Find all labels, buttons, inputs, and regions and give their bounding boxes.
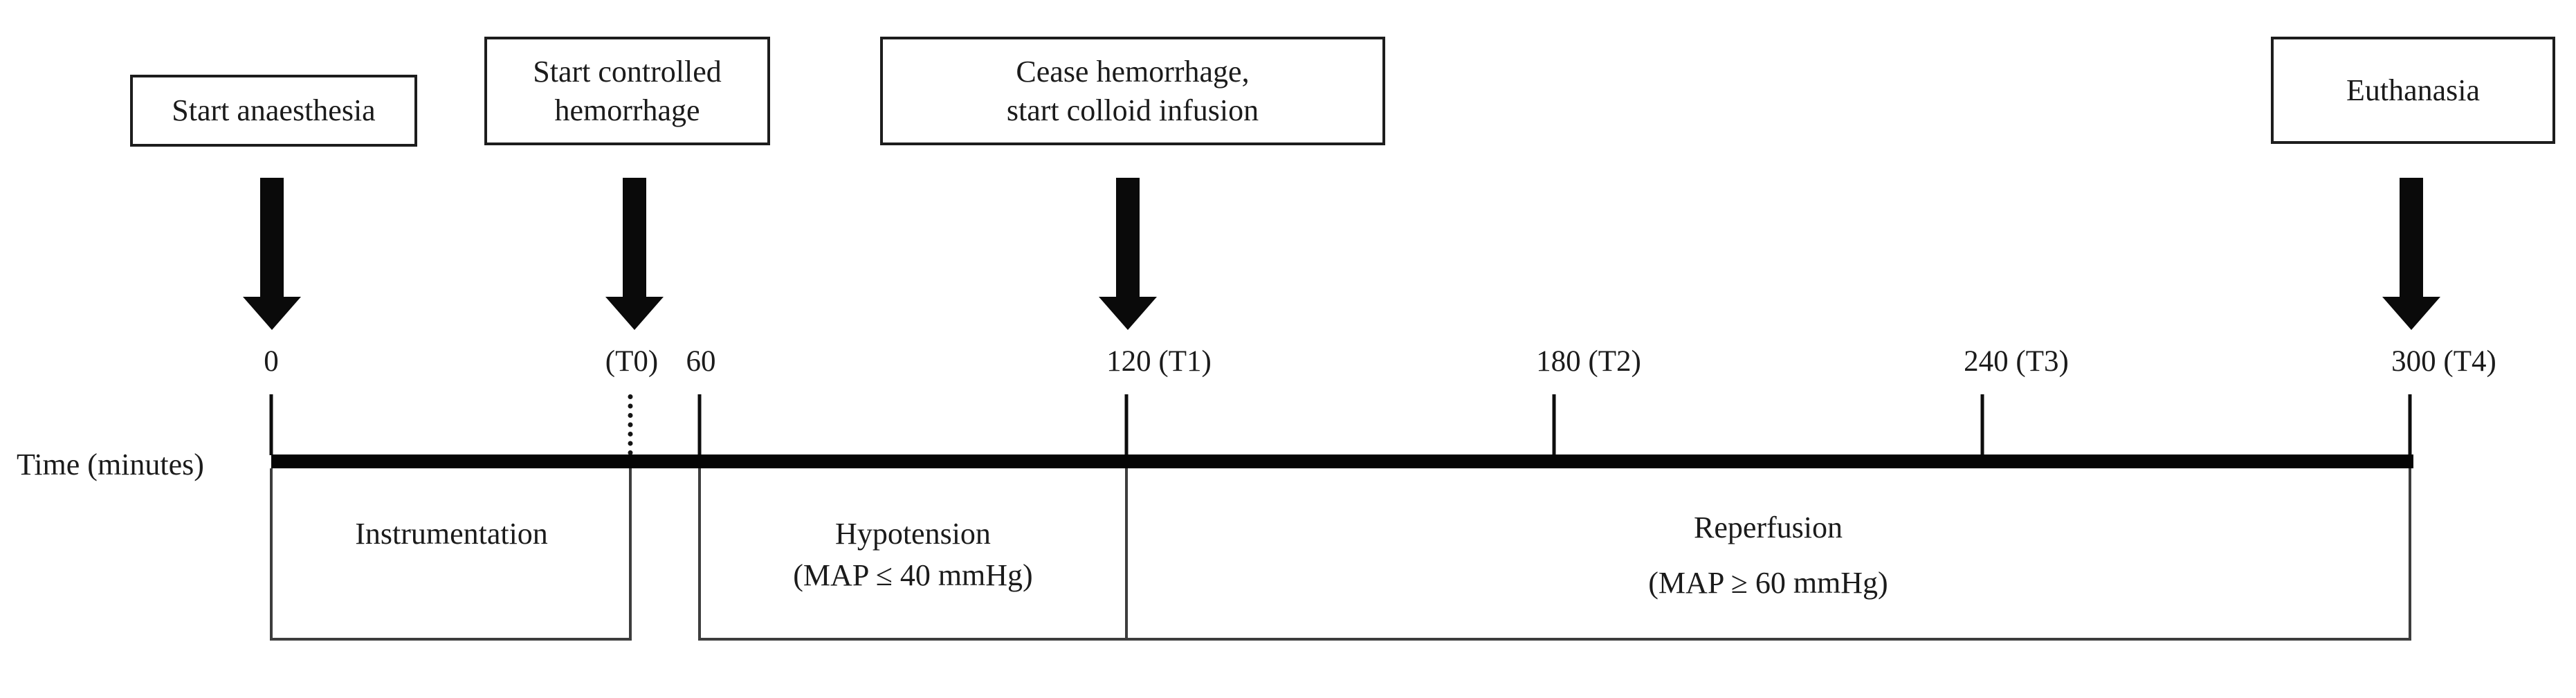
bracket-line-60	[698, 468, 701, 641]
event-box-cease-hemorrhage-label: Cease hemorrhage, start colloid infusion	[1006, 54, 1259, 127]
tick-mark-300	[2408, 394, 2412, 455]
arrow-shaft	[2400, 178, 2423, 297]
event-box-start-anaesthesia: Start anaesthesia	[130, 75, 417, 147]
phase-reperfusion-name: Reperfusion	[1693, 511, 1843, 544]
tick-label-0: 0	[264, 345, 279, 378]
phase-reperfusion-detail: (MAP ≥ 60 mmHg)	[1648, 566, 1888, 600]
arrow-head-icon	[2382, 297, 2440, 330]
tick-label-300-t4: 300 (T4)	[2391, 345, 2496, 378]
event-box-start-controlled-hemorrhage-label: Start controlled hemorrhage	[533, 54, 722, 127]
time-axis-label: Time (minutes)	[17, 448, 204, 481]
tick-mark-t0-dotted	[628, 394, 633, 455]
event-box-cease-hemorrhage-start-colloid-infusion: Cease hemorrhage, start colloid infusion	[880, 37, 1385, 145]
phase-instrumentation: Instrumentation	[271, 516, 632, 552]
tick-mark-120	[1124, 394, 1129, 455]
tick-label-180-t2: 180 (T2)	[1536, 345, 1641, 378]
event-box-start-anaesthesia-label: Start anaesthesia	[172, 93, 376, 127]
tick-mark-180	[1552, 394, 1556, 455]
tick-label-60: 60	[686, 345, 716, 378]
down-arrow-start-anaesthesia	[243, 178, 301, 330]
tick-label-240-t3: 240 (T3)	[1964, 345, 2069, 378]
arrow-head-icon	[605, 297, 664, 330]
arrow-head-icon	[243, 297, 301, 330]
bracket-line-120	[1125, 468, 1128, 641]
event-box-euthanasia: Euthanasia	[2271, 37, 2555, 144]
arrow-shaft	[260, 178, 284, 297]
bracket-bottom-instrumentation	[271, 638, 632, 641]
arrow-shaft	[623, 178, 646, 297]
event-box-euthanasia-label: Euthanasia	[2346, 73, 2481, 107]
bracket-line-t0	[629, 468, 632, 641]
event-box-start-controlled-hemorrhage: Start controlled hemorrhage	[484, 37, 770, 145]
bracket-bottom-hypotension-reperfusion	[698, 638, 2411, 641]
phase-hypotension-name: Hypotension	[835, 517, 991, 551]
tick-mark-0	[269, 394, 273, 455]
down-arrow-cease-hemorrhage	[1099, 178, 1157, 330]
tick-label-120-t1: 120 (T1)	[1106, 345, 1212, 378]
phase-hypotension: Hypotension (MAP ≤ 40 mmHg)	[700, 516, 1126, 594]
down-arrow-euthanasia	[2382, 178, 2440, 330]
tick-mark-240	[1980, 394, 1984, 455]
down-arrow-start-controlled-hemorrhage	[605, 178, 664, 330]
bracket-line-0	[270, 468, 273, 641]
phase-hypotension-detail: (MAP ≤ 40 mmHg)	[793, 558, 1033, 592]
arrow-shaft	[1116, 178, 1140, 297]
tick-mark-60	[697, 394, 702, 455]
bracket-line-300	[2409, 468, 2411, 641]
tick-label-t0: (T0)	[605, 345, 659, 378]
arrow-head-icon	[1099, 297, 1157, 330]
phase-reperfusion: Reperfusion (MAP ≥ 60 mmHg)	[1126, 510, 2410, 601]
timeline-bar	[271, 454, 2413, 468]
phase-instrumentation-name: Instrumentation	[355, 517, 548, 551]
